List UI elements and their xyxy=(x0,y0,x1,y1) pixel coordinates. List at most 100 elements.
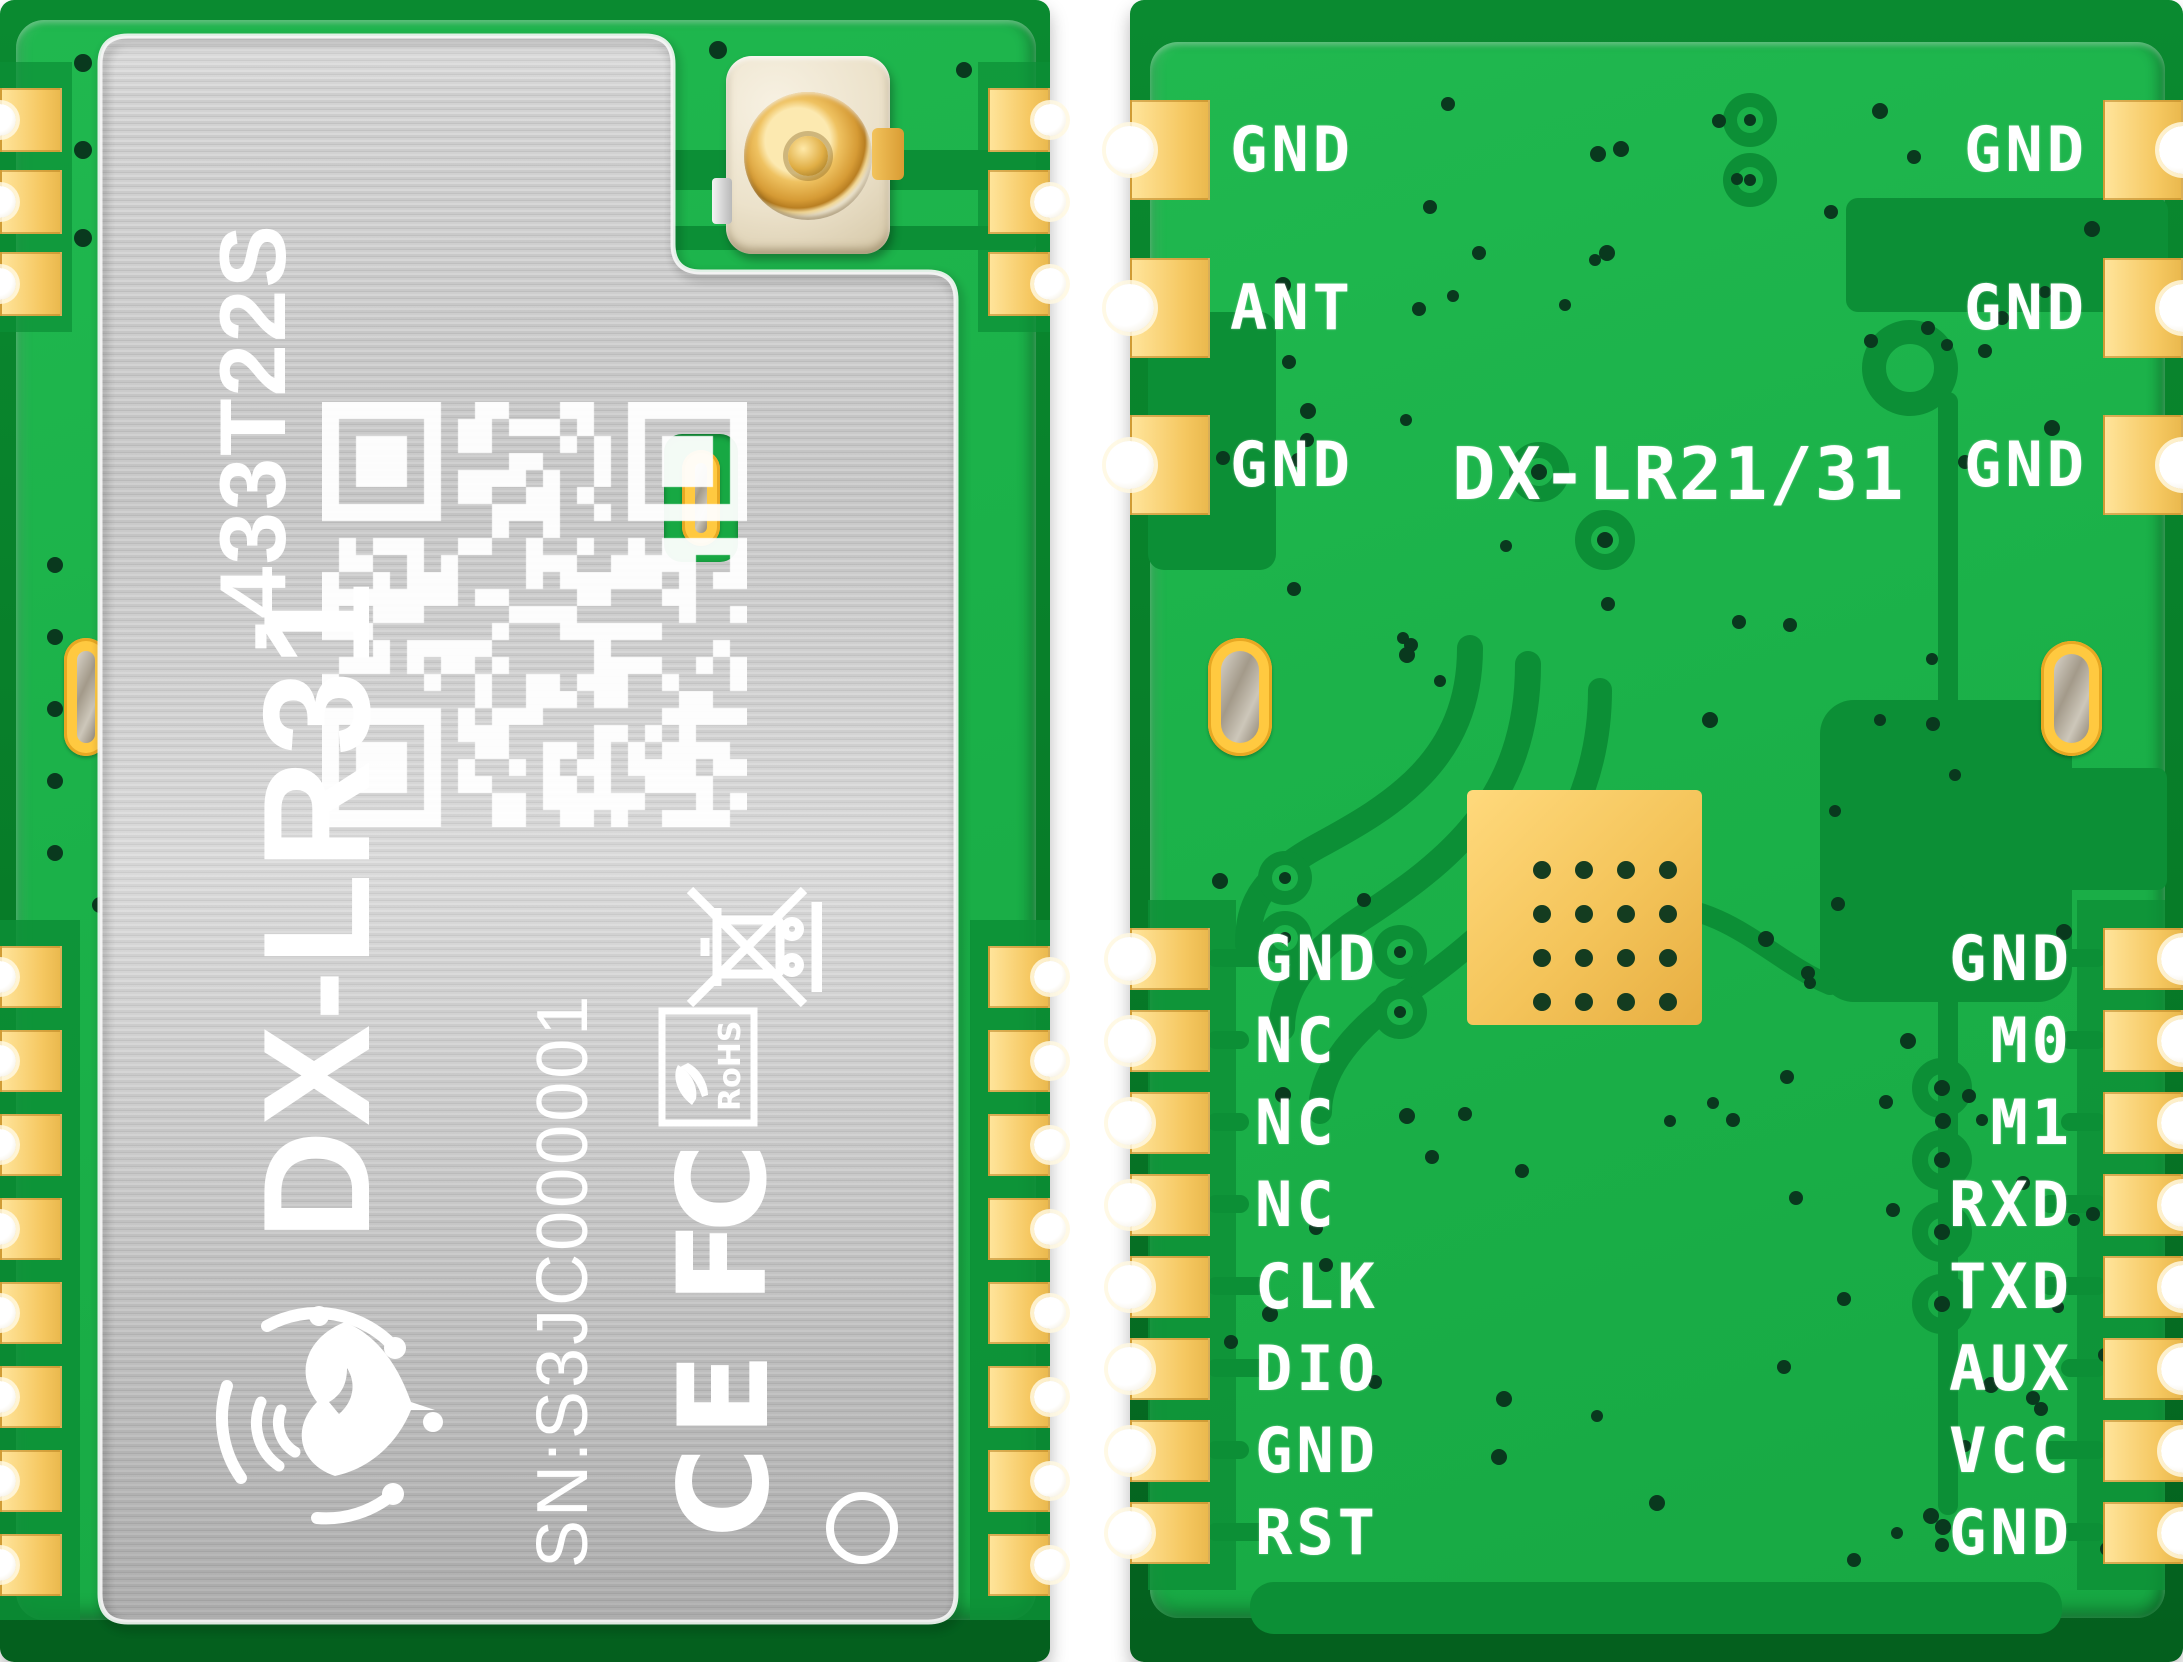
castellated-pad xyxy=(988,1534,1066,1596)
pin-label-txd: TXD xyxy=(1949,1250,2073,1323)
pin-label-dio: DIO xyxy=(1255,1332,1379,1405)
castellated-pad xyxy=(0,1450,62,1512)
castellated-pad xyxy=(1107,928,1210,990)
pin-label-clk: CLK xyxy=(1255,1250,1379,1323)
castellation-hole xyxy=(2161,1265,2183,1309)
castellation-hole xyxy=(2159,284,2183,332)
back-mounting-slot-right xyxy=(2041,641,2102,756)
castellated-pad xyxy=(2103,1502,2183,1564)
castellation-hole xyxy=(0,961,17,993)
castellated-pad xyxy=(0,946,62,1008)
castellated-pad xyxy=(988,1198,1066,1260)
pin-label-gnd: GND xyxy=(1964,271,2088,344)
pin-label-gnd: GND xyxy=(1255,922,1379,995)
castellated-pad xyxy=(0,1366,62,1428)
castellation-hole xyxy=(1105,441,1154,489)
fcc-icon: FC xyxy=(652,1155,794,1304)
castellated-pad xyxy=(1107,1502,1210,1564)
castellation-hole xyxy=(0,1549,17,1581)
castellated-pad xyxy=(988,88,1066,152)
castellated-pad xyxy=(2103,1092,2183,1154)
weee-icon xyxy=(686,886,822,1008)
castellation-hole xyxy=(1107,1265,1152,1309)
ce-icon: CE xyxy=(653,1342,797,1538)
slot-hole xyxy=(77,651,95,743)
castellation-hole xyxy=(0,1465,17,1497)
castellated-pad xyxy=(1105,258,1210,358)
castellated-pad xyxy=(1105,100,1210,200)
pin-label-m1: M1 xyxy=(1990,1086,2073,1159)
pin-label-ant: ANT xyxy=(1230,271,1354,344)
castellated-pad xyxy=(0,1534,62,1596)
ipex-antenna-connector xyxy=(712,56,904,254)
castellated-pad xyxy=(2103,1256,2183,1318)
castellation-hole xyxy=(1107,1183,1152,1227)
back-mounting-slot-left xyxy=(1208,638,1272,756)
pin-label-vcc: VCC xyxy=(1949,1414,2073,1487)
castellation-hole xyxy=(2161,1183,2183,1227)
front-module: DX-LR31 -433T22S SN:S3JC000001 xyxy=(0,0,1066,1662)
castellated-pad xyxy=(2103,100,2183,200)
pin-label-gnd: GND xyxy=(1230,428,1354,501)
pin-label-m0: M0 xyxy=(1990,1004,2073,1077)
castellation-hole xyxy=(1033,1549,1066,1581)
castellated-pad xyxy=(1107,1092,1210,1154)
castellation-hole xyxy=(1033,1213,1066,1245)
pin-label-rxd: RXD xyxy=(1949,1168,2073,1241)
pin-label-gnd: GND xyxy=(1949,1496,2073,1569)
model-suffix-text: -433T22S xyxy=(200,223,305,652)
back-title-text: DX-LR21/31 xyxy=(1452,432,1906,516)
castellated-pad xyxy=(0,88,62,152)
castellated-pad xyxy=(0,1198,62,1260)
castellated-pad xyxy=(988,1366,1066,1428)
castellation-hole xyxy=(2161,1101,2183,1145)
pin-label-nc: NC xyxy=(1255,1168,1338,1241)
castellated-pad xyxy=(1107,1420,1210,1482)
castellated-pad xyxy=(988,170,1066,234)
connector-center-pin xyxy=(788,136,828,176)
castellated-pad xyxy=(1105,415,1210,515)
back-module: DX-LR21/31 GND ANT GND GND GND GND GND NC NC NC CL… xyxy=(1105,0,2183,1662)
castellation-hole xyxy=(0,1213,17,1245)
slot-hole xyxy=(1221,651,1259,743)
connector-ring xyxy=(744,92,872,220)
castellation-hole xyxy=(2161,1429,2183,1473)
castellation-hole xyxy=(1033,1129,1066,1161)
castellation-hole xyxy=(2159,126,2183,174)
pin-label-nc: NC xyxy=(1255,1086,1338,1159)
castellation-hole xyxy=(0,268,17,300)
castellation-hole xyxy=(1107,1101,1152,1145)
slot-hole xyxy=(2054,654,2089,743)
castellation-hole xyxy=(2161,1347,2183,1391)
castellated-pad xyxy=(0,1282,62,1344)
castellation-hole xyxy=(1033,104,1066,136)
castellation-hole xyxy=(0,1045,17,1077)
qr-code xyxy=(322,402,747,827)
castellated-pad xyxy=(2103,415,2183,515)
pin-label-rst: RST xyxy=(1255,1496,1379,1569)
castellation-hole xyxy=(1107,1019,1152,1063)
castellated-pad xyxy=(1107,1256,1210,1318)
castellated-pad xyxy=(2103,1174,2183,1236)
castellation-hole xyxy=(1033,961,1066,993)
castellated-pad xyxy=(1107,1010,1210,1072)
castellation-hole xyxy=(0,1381,17,1413)
castellation-hole xyxy=(1107,1511,1152,1555)
pin-label-gnd: GND xyxy=(1949,922,2073,995)
castellated-pad xyxy=(0,170,62,234)
castellation-hole xyxy=(0,1297,17,1329)
castellation-hole xyxy=(1033,1381,1066,1413)
castellated-pad xyxy=(988,1450,1066,1512)
castellated-pad xyxy=(988,252,1066,316)
castellated-pad xyxy=(0,252,62,316)
castellated-pad xyxy=(988,946,1066,1008)
pin-label-aux: AUX xyxy=(1949,1332,2073,1405)
pin-label-nc: NC xyxy=(1255,1004,1338,1077)
castellated-pad xyxy=(988,1030,1066,1092)
pin-label-gnd: GND xyxy=(1230,113,1354,186)
brand-logo-icon xyxy=(215,1306,443,1525)
castellated-pad xyxy=(988,1282,1066,1344)
castellation-hole xyxy=(1033,1297,1066,1329)
castellation-hole xyxy=(1033,268,1066,300)
